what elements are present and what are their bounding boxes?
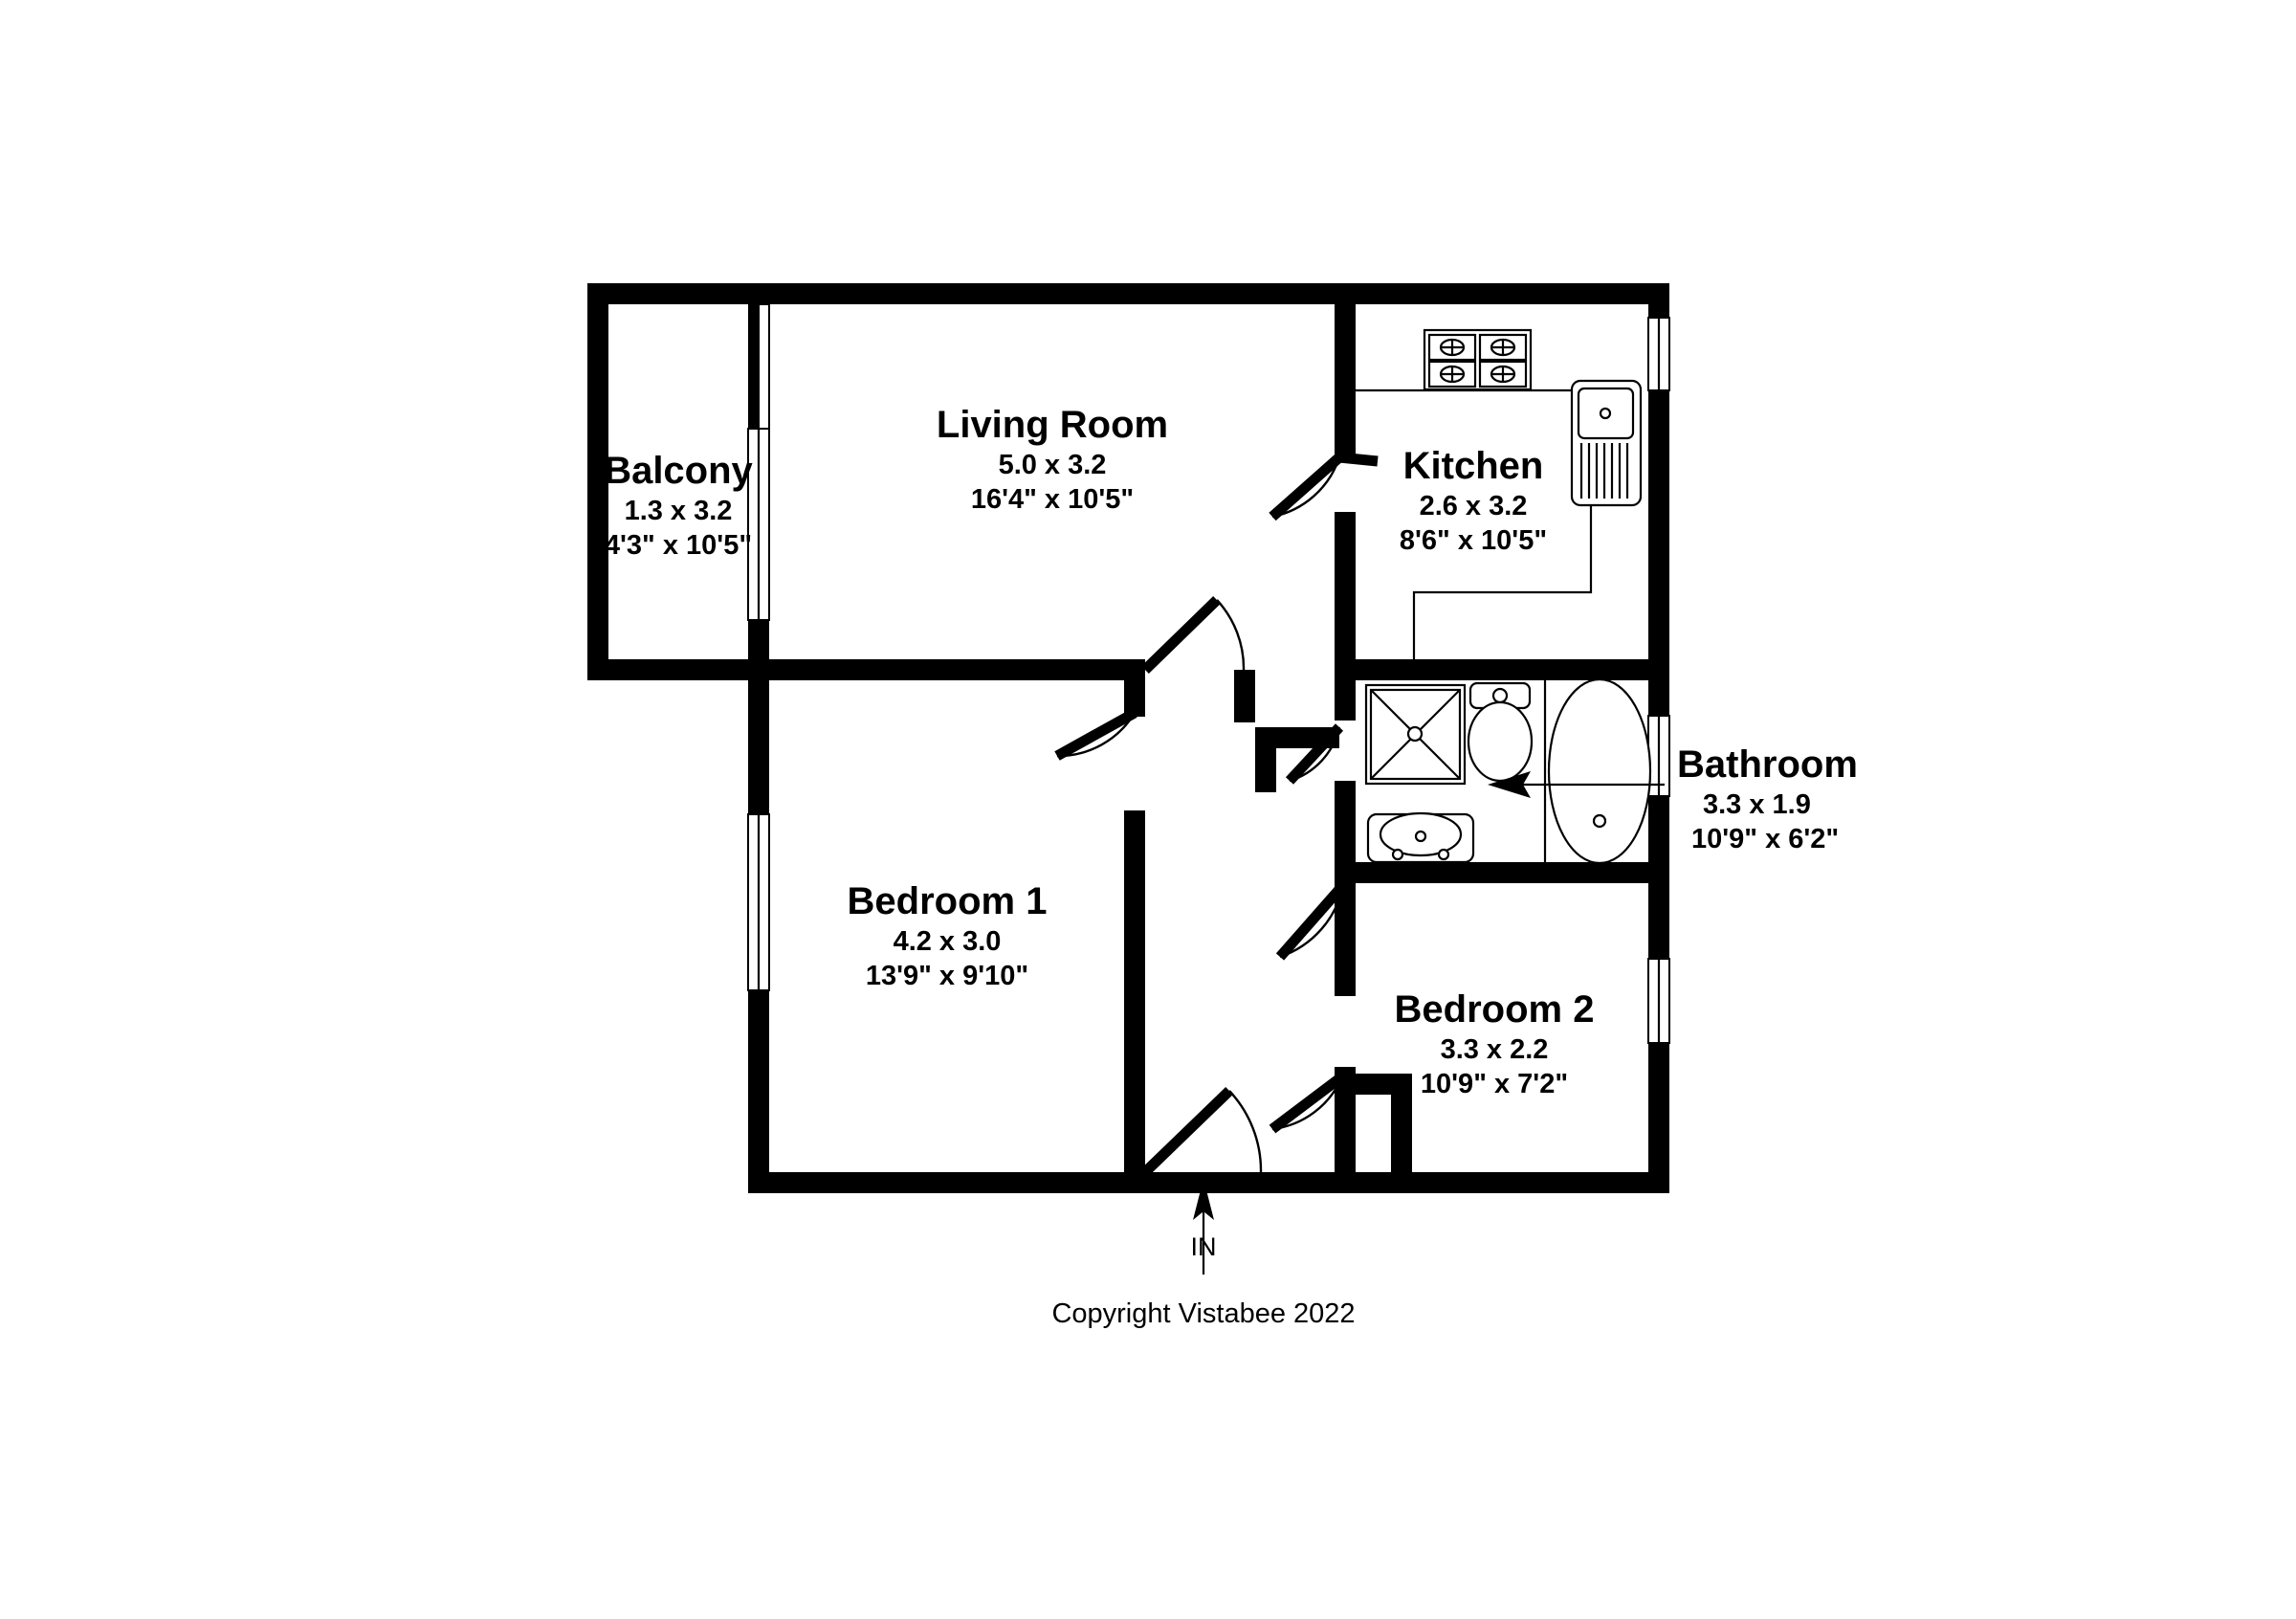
balcony-name: Balcony: [604, 450, 753, 492]
balcony-dim-metric: 1.3 x 3.2: [625, 496, 733, 526]
door-group: [1054, 452, 1379, 1176]
wall-bottom-exterior: [769, 1172, 1669, 1193]
window-group: [747, 303, 1670, 1044]
wall-living-kitchen-upper: [1335, 283, 1356, 457]
kitchen-dim-metric: 2.6 x 3.2: [1420, 491, 1528, 521]
wall-kitchen-bathroom: [1356, 659, 1669, 680]
wall-hall-bed2-upper: [1335, 883, 1356, 996]
bathroom-fixtures: [1364, 677, 1652, 865]
kitchen-dim-imperial: 8'6" x 10'5": [1400, 525, 1547, 556]
wall-top-exterior: [769, 283, 1669, 304]
balcony-dim-imperial: 4'3" x 10'5": [605, 530, 752, 561]
room-labels: Balcony 1.3 x 3.2 4'3" x 10'5" Living Ro…: [604, 404, 1858, 1099]
living-room-name: Living Room: [937, 404, 1168, 446]
wall-bed1-hall-upper: [1124, 680, 1145, 717]
label-balcony: Balcony 1.3 x 3.2 4'3" x 10'5": [604, 450, 753, 561]
kitchen-fixtures: [1356, 328, 1643, 680]
bathroom-dim-metric: 3.3 x 1.9: [1703, 789, 1811, 820]
wall-hall-upper-jamb: [1234, 670, 1255, 722]
door-hall-bathroom-lower: [1275, 881, 1348, 961]
living-room-dim-metric: 5.0 x 3.2: [999, 450, 1107, 480]
door-bedroom2-hall: [1269, 1072, 1346, 1134]
bedroom-1-dim-imperial: 13'9" x 9'10": [866, 961, 1028, 991]
wash-basin-icon: [1366, 811, 1475, 864]
wall-balcony-top: [587, 283, 769, 304]
label-bedroom-1: Bedroom 1 4.2 x 3.0 13'9" x 9'10": [848, 880, 1048, 991]
copyright-label: Copyright Vistabee 2022: [1051, 1298, 1355, 1329]
wall-bed2-jamb-vert: [1391, 1074, 1412, 1193]
label-living-room: Living Room 5.0 x 3.2 16'4" x 10'5": [937, 404, 1168, 515]
wall-hall-bed2-lower: [1335, 1081, 1356, 1193]
door-living-kitchen: [1269, 452, 1379, 521]
window-bedroom1-left: [747, 813, 770, 991]
door-living-hall: [1141, 596, 1246, 674]
label-bedroom-2: Bedroom 2 3.3 x 2.2 10'9" x 7'2": [1395, 988, 1595, 1099]
bedroom-2-dim-imperial: 10'9" x 7'2": [1421, 1069, 1568, 1099]
wall-right-1: [1648, 283, 1669, 318]
wall-left-bed1-lower: [748, 990, 769, 1193]
bedroom-2-name: Bedroom 2: [1395, 988, 1595, 1031]
bathroom-leader: [1488, 771, 1665, 798]
wall-right-4: [1648, 1043, 1669, 1193]
label-bathroom: Bathroom 3.3 x 1.9 10'9" x 6'2": [1677, 743, 1858, 854]
door-bathroom-hall: [1285, 723, 1344, 785]
door-entrance: [1141, 1087, 1263, 1176]
bedroom-1-dim-metric: 4.2 x 3.0: [894, 926, 1002, 957]
window-living-left: [747, 428, 770, 621]
toilet-icon: [1467, 681, 1534, 783]
wall-balcony-left: [587, 283, 608, 680]
bedroom-1-name: Bedroom 1: [848, 880, 1048, 922]
bathroom-name: Bathroom: [1677, 743, 1858, 786]
kitchen-name: Kitchen: [1403, 445, 1544, 487]
door-bedroom1-hall: [1054, 708, 1137, 761]
entrance-in-label: IN: [1191, 1232, 1217, 1261]
window-bedroom2-right: [1647, 958, 1670, 1044]
wall-left-bed1-upper: [748, 680, 769, 814]
window-balcony-door: [758, 303, 770, 430]
wall-living-bed1: [748, 659, 1145, 680]
shower-icon: [1364, 683, 1467, 786]
wall-hall-bathroom-upper: [1335, 680, 1356, 721]
entrance-arrow: [1193, 1179, 1214, 1275]
kitchen-sink-icon: [1570, 379, 1643, 507]
wall-living-kitchen-lower: [1335, 512, 1356, 680]
living-room-dim-imperial: 16'4" x 10'5": [971, 484, 1134, 515]
wall-bed1-hall-lower: [1124, 810, 1145, 1172]
wall-bathroom-bed2: [1335, 862, 1669, 883]
label-kitchen: Kitchen 2.6 x 3.2 8'6" x 10'5": [1400, 445, 1547, 556]
window-kitchen-right: [1647, 317, 1670, 391]
wall-right-2: [1648, 390, 1669, 716]
wall-hall-mid-jamb2: [1255, 748, 1276, 792]
bathroom-dim-imperial: 10'9" x 6'2": [1691, 824, 1839, 854]
bathtub-icon: [1543, 677, 1652, 865]
wall-hall-top-stub: [1124, 659, 1145, 680]
hob-icon: [1423, 328, 1533, 391]
wall-hall-bathroom-lower: [1335, 781, 1356, 883]
bedroom-2-dim-metric: 3.3 x 2.2: [1441, 1034, 1549, 1065]
wall-balcony-bottom: [587, 659, 769, 680]
